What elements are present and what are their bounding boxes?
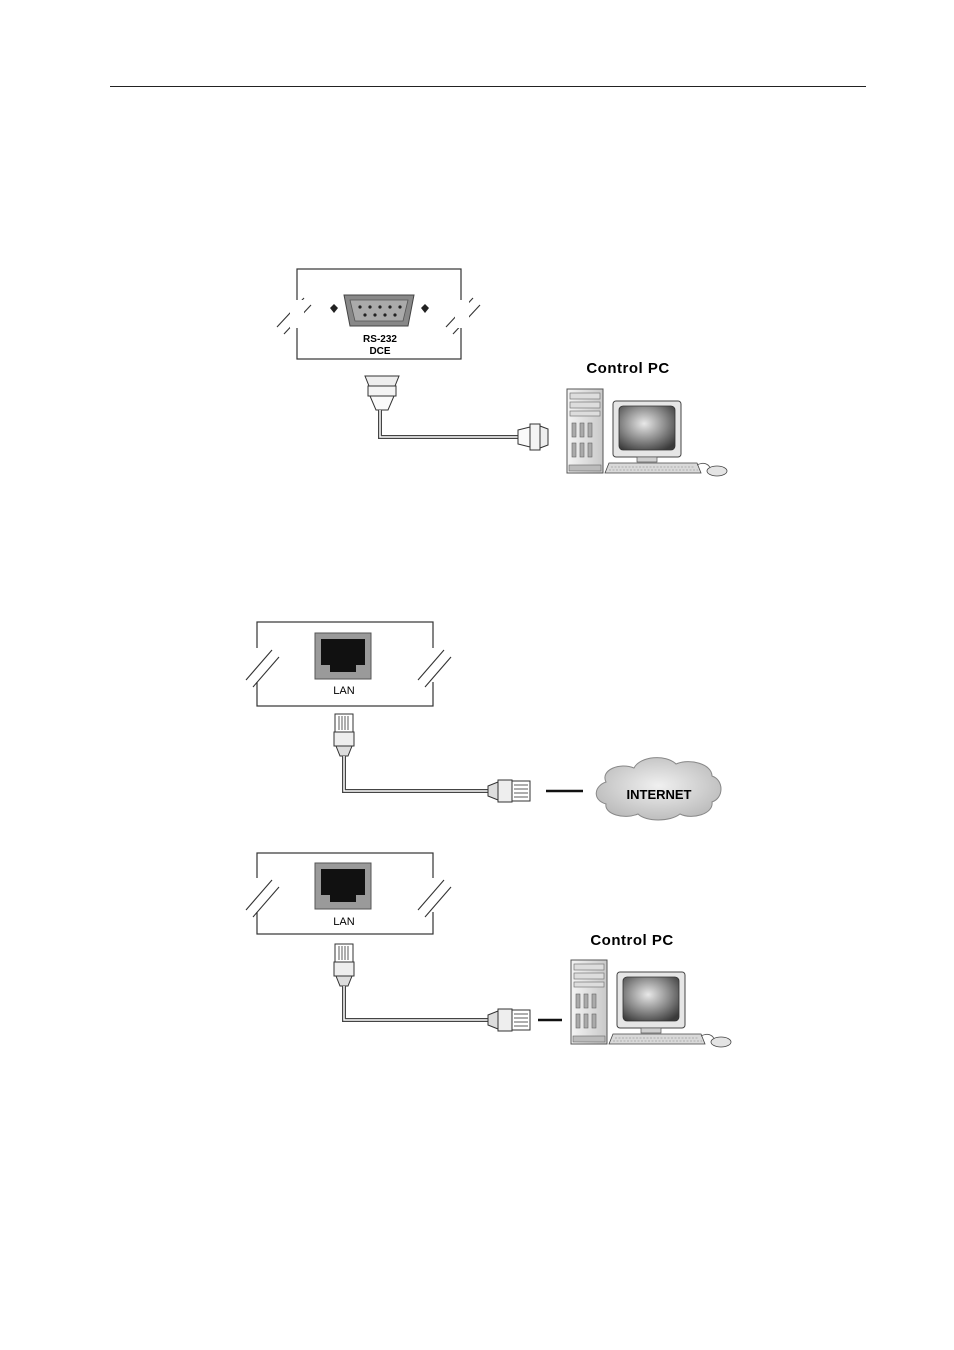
pc-label: Control PC (590, 932, 673, 949)
internet-label: INTERNET (627, 787, 692, 802)
serial-cable (380, 410, 518, 437)
lan-cable (344, 756, 488, 791)
rj45-plug-side-icon (488, 1009, 530, 1031)
lan-internet-diagram: LAN INTERNET (246, 622, 721, 820)
port-label-lan: LAN (333, 685, 354, 697)
db9-plug-side-icon (518, 424, 548, 450)
lan-pc-diagram: LAN Control PC (246, 853, 731, 1047)
rs232-diagram: RS-232 DCE Control PC (277, 269, 727, 476)
rj45-port-icon (315, 863, 371, 909)
pc-label: Control PC (586, 360, 669, 377)
port-label-lan: LAN (333, 916, 354, 928)
lan-cable (344, 986, 488, 1020)
control-pc-icon (567, 389, 727, 476)
port-label-dce: DCE (369, 346, 390, 357)
port-label-rs232: RS-232 (363, 334, 397, 345)
control-pc-icon (571, 960, 731, 1047)
rj45-plug-side-icon (488, 780, 530, 802)
rj45-plug-icon (334, 944, 354, 986)
rj45-plug-icon (334, 714, 354, 756)
rj45-port-icon (315, 633, 371, 679)
break-gap (290, 300, 304, 328)
db9-plug-icon (365, 376, 399, 410)
break-gap (455, 300, 469, 328)
